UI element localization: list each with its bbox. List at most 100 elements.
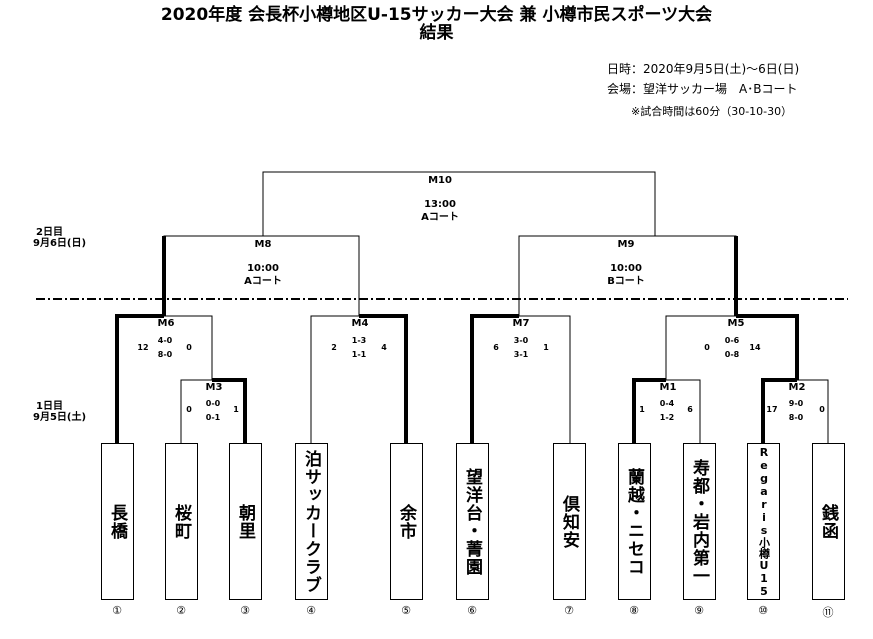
m9-bracket-left [518, 235, 655, 316]
m7-score-half2: 3-1 [513, 350, 529, 359]
day2-label: 2日目 [36, 227, 63, 238]
m3-score-left: 0 [186, 405, 192, 414]
page-title: 2020年度 会長杯小樽地区U-15サッカー大会 兼 小樽市民スポーツ大会 [160, 5, 713, 25]
m1-score-left: 1 [639, 405, 645, 414]
team-name: 長橋 [107, 503, 127, 540]
team-name: 銭函 [818, 503, 838, 540]
m10-bracket [262, 171, 656, 236]
m8-court: Aコート [244, 276, 282, 287]
m1-bracket-right [666, 379, 701, 443]
m4-score-half1: 1-3 [351, 336, 367, 345]
team-number: ⑥ [467, 604, 477, 617]
team-name: 朝里 [235, 503, 255, 540]
team-box: 桜町 [165, 443, 198, 600]
team-box: 余市 [390, 443, 423, 600]
team-name: Regaris小樽U15 [757, 445, 771, 598]
team-name: 寿都・岩内第一 [689, 458, 709, 585]
m1-label: M1 [659, 382, 677, 393]
m6-winner-line [115, 314, 164, 443]
m4-score-left: 2 [331, 343, 337, 352]
team-number: ⑪ [822, 606, 834, 619]
m7-score-half1: 3-0 [513, 336, 529, 345]
m3-winner-line [212, 378, 247, 443]
team-box: 寿都・岩内第一 [683, 443, 716, 600]
m9-bracket-right [655, 235, 737, 316]
m7-score-right: 1 [543, 343, 549, 352]
m8-time: 10:00 [247, 263, 279, 274]
m5-score-right: 14 [749, 343, 761, 352]
m7-label: M7 [512, 318, 530, 329]
m2-label: M2 [788, 382, 806, 393]
m10-court: Aコート [421, 212, 459, 223]
team-name: 倶知安 [559, 494, 579, 549]
m3-score-half2: 0-1 [205, 413, 221, 422]
m3-score-right: 1 [233, 405, 239, 414]
team-number: ⑧ [629, 604, 639, 617]
team-name: 蘭越・ニセコ [624, 467, 644, 576]
event-venue: 会場：望洋サッカー場 A･Bコート [607, 82, 798, 96]
m3-score-half1: 0-0 [205, 399, 221, 408]
m1-winner-line [632, 378, 666, 443]
m10-label: M10 [428, 175, 452, 186]
m5-bracket-left [665, 315, 736, 380]
m10-time: 13:00 [424, 199, 456, 210]
m2-score-left: 17 [766, 405, 778, 414]
match-time-note: ※試合時間は60分（30-10-30） [631, 105, 793, 118]
m4-score-half2: 1-1 [351, 350, 367, 359]
m2-winner-line [761, 378, 797, 443]
m4-winner-line [359, 314, 408, 443]
m5-score-left: 0 [704, 343, 710, 352]
day1-label: 1日目 [36, 401, 63, 412]
team-number: ④ [306, 604, 316, 617]
m1-score-right: 6 [687, 405, 693, 414]
team-box: Regaris小樽U15 [747, 443, 780, 600]
team-box: 銭函 [812, 443, 845, 600]
m3-bracket-left [180, 379, 212, 443]
m1-score-half1: 0-4 [659, 399, 675, 408]
team-number: ② [176, 604, 186, 617]
m5-score-half2: 0-8 [724, 350, 740, 359]
m6-label: M6 [157, 318, 175, 329]
m4-label: M4 [351, 318, 369, 329]
m6-score-half1: 4-0 [157, 336, 173, 345]
m2-score-half2: 8-0 [788, 413, 804, 422]
event-date: 日時：2020年9月5日(土)～6日(日) [607, 62, 800, 76]
m3-label: M3 [205, 382, 223, 393]
team-box: 倶知安 [553, 443, 586, 600]
team-number: ① [112, 604, 122, 617]
m2-bracket-right [797, 379, 829, 443]
team-box: 朝里 [229, 443, 262, 600]
m6-score-right: 0 [186, 343, 192, 352]
team-number: ③ [240, 604, 250, 617]
m7-winner-line [470, 314, 519, 443]
m9-time: 10:00 [610, 263, 642, 274]
m7-score-left: 6 [493, 343, 499, 352]
m6-score-left: 12 [137, 343, 149, 352]
m4-bracket-left [310, 315, 359, 443]
team-name: 望洋台・菁園 [462, 467, 482, 576]
team-name: 桜町 [171, 503, 191, 540]
m6-bracket-right [164, 315, 213, 380]
team-box: 泊サッカークラブ [295, 443, 328, 600]
m1-score-half2: 1-2 [659, 413, 675, 422]
m5-label: M5 [727, 318, 745, 329]
day2-date: 9月6日(日) [33, 238, 87, 249]
m9-court: Bコート [607, 276, 645, 287]
page-subtitle: 結果 [419, 23, 454, 43]
m2-score-right: 0 [819, 405, 825, 414]
team-number: ⑤ [401, 604, 411, 617]
team-box: 望洋台・菁園 [456, 443, 489, 600]
team-name: 余市 [396, 503, 416, 540]
m4-score-right: 4 [381, 343, 387, 352]
m6-score-half2: 8-0 [157, 350, 173, 359]
m5-winner-line [736, 314, 799, 380]
team-number: ⑨ [694, 604, 704, 617]
team-box: 蘭越・ニセコ [618, 443, 651, 600]
team-box: 長橋 [101, 443, 134, 600]
team-number: ⑩ [758, 604, 768, 617]
m8-label: M8 [254, 239, 272, 250]
team-number: ⑦ [564, 604, 574, 617]
m9-label: M9 [617, 239, 635, 250]
day1-date: 9月5日(土) [33, 412, 87, 423]
